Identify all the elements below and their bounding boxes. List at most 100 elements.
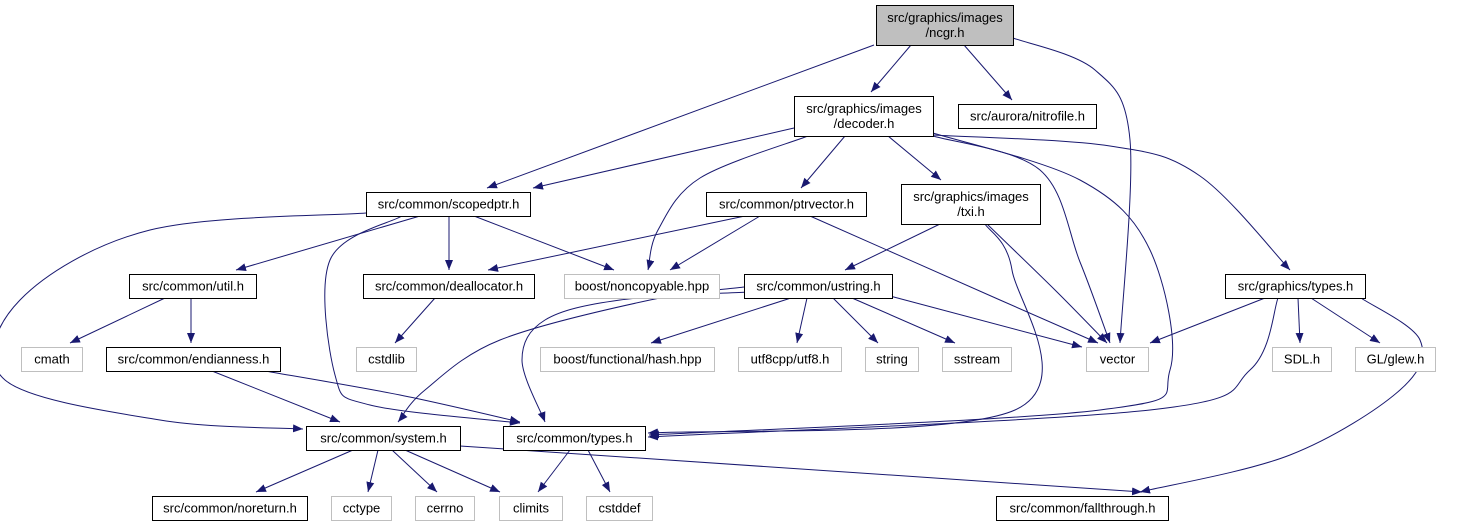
node-label-line: src/common/util.h (142, 279, 244, 294)
node-cmath: cmath (21, 347, 83, 372)
node-label-line: src/common/system.h (320, 431, 446, 446)
node-ustring-h[interactable]: src/common/ustring.h (744, 274, 893, 299)
edge-ncgr-to-vector (1012, 37, 1132, 344)
edge-ustring-to-string (832, 297, 879, 344)
node-util-h[interactable]: src/common/util.h (129, 274, 257, 299)
node-ptrvector-h[interactable]: src/common/ptrvector.h (706, 192, 867, 217)
node-label-line: src/common/ustring.h (756, 279, 880, 294)
edge-ptrvector-to-deallocator (487, 215, 746, 272)
edge-endianness-to-ctypes (264, 370, 521, 424)
node-label-line: utf8cpp/utf8.h (751, 352, 830, 367)
node-label-line: boost/noncopyable.hpp (575, 279, 709, 294)
edge-decoder-to-noncopyable (646, 135, 809, 271)
node-scopedptr-h[interactable]: src/common/scopedptr.h (366, 192, 531, 217)
node-common-types-h[interactable]: src/common/types.h (503, 426, 646, 451)
node-string: string (865, 347, 919, 372)
edge-ctypes-to-cstddef (587, 449, 611, 493)
node-graphics-types-h[interactable]: src/graphics/types.h (1225, 274, 1366, 299)
node-box (876, 5, 1014, 46)
node-label-line: SDL.h (1284, 352, 1320, 367)
node-box (996, 496, 1169, 521)
edge-decoder-to-ptrvector (800, 135, 846, 189)
node-decoder-h[interactable]: src/graphics/images/decoder.h (794, 96, 934, 137)
node-system-h[interactable]: src/common/system.h (306, 426, 461, 451)
node-sstream: sstream (942, 347, 1012, 372)
node-label-line: cmath (34, 352, 69, 367)
node-box (738, 347, 842, 372)
node-label-line: src/graphics/images (887, 10, 1003, 25)
node-box (1086, 347, 1149, 372)
node-label-line: cstdlib (368, 352, 405, 367)
edge-gtypes-to-fallthrough (1139, 297, 1424, 494)
node-cerrno: cerrno (415, 496, 475, 521)
node-label-line: src/common/endianness.h (118, 352, 270, 367)
edge-ncgr-to-scopedptr (486, 44, 875, 189)
node-box (1272, 347, 1332, 372)
node-box (706, 192, 867, 217)
node-label-line: boost/functional/hash.hpp (553, 352, 701, 367)
node-label-line: src/common/types.h (516, 431, 632, 446)
node-cstddef: cstddef (586, 496, 653, 521)
node-box (363, 274, 535, 299)
node-box (744, 274, 893, 299)
node-noreturn-h[interactable]: src/common/noreturn.h (152, 496, 308, 521)
node-label-line: climits (513, 501, 550, 516)
node-box (901, 184, 1041, 225)
node-label-line: cstddef (599, 501, 641, 516)
node-deallocator-h[interactable]: src/common/deallocator.h (363, 274, 535, 299)
node-label-line: src/common/fallthrough.h (1010, 501, 1156, 516)
edge-decoder-to-txi (887, 135, 942, 181)
node-box (564, 274, 720, 299)
node-box (1355, 347, 1436, 372)
node-box (306, 426, 461, 451)
node-label-line: src/common/deallocator.h (375, 279, 523, 294)
node-box (415, 496, 475, 521)
node-txi-h[interactable]: src/graphics/images/txi.h (901, 184, 1041, 225)
edge-util-to-cmath (69, 297, 166, 344)
node-endianness-h[interactable]: src/common/endianness.h (106, 347, 281, 372)
node-ncgr-h: src/graphics/images/ncgr.h (876, 5, 1014, 46)
node-label-line: src/graphics/images (913, 189, 1029, 204)
edge-system-to-climits (404, 449, 501, 493)
node-label-line: vector (1100, 352, 1136, 367)
node-box (356, 347, 417, 372)
edge-ctypes-to-climits (537, 449, 571, 493)
dependency-edges (0, 37, 1424, 496)
node-sdl-h: SDL.h (1272, 347, 1332, 372)
node-box (540, 347, 715, 372)
node-label-line: GL/glew.h (1367, 352, 1425, 367)
node-cstdlib: cstdlib (356, 347, 417, 372)
node-box (794, 96, 934, 137)
node-label-line: src/aurora/nitrofile.h (970, 109, 1085, 124)
edge-gtypes-to-vector (1149, 297, 1266, 344)
edge-system-to-fallthrough (459, 445, 1143, 496)
node-label-line: /ncgr.h (925, 25, 964, 40)
node-label-line: /decoder.h (834, 116, 895, 131)
edge-txi-to-ustring (844, 223, 941, 271)
node-utf8cpp-utf8: utf8cpp/utf8.h (738, 347, 842, 372)
node-label-line: src/graphics/images (806, 101, 922, 116)
node-label-line: string (876, 352, 908, 367)
edge-ustring-to-sstream (851, 297, 956, 344)
node-label-line: src/common/scopedptr.h (378, 197, 520, 212)
node-box (503, 426, 646, 451)
node-box (958, 104, 1097, 129)
node-cctype: cctype (331, 496, 392, 521)
node-box (331, 496, 392, 521)
node-label-line: cctype (343, 501, 381, 516)
node-label-line: /txi.h (957, 204, 984, 219)
edge-decoder-to-gtypes (932, 134, 1291, 271)
node-fallthrough-h[interactable]: src/common/fallthrough.h (996, 496, 1169, 521)
node-label-line: cerrno (427, 501, 464, 516)
node-label-line: src/graphics/types.h (1238, 279, 1354, 294)
edge-decoder-to-scopedptr (532, 127, 795, 190)
edge-ustring-to-hash (650, 297, 792, 344)
edge-deallocator-to-cstdlib (394, 297, 436, 344)
node-nitrofile-h[interactable]: src/aurora/nitrofile.h (958, 104, 1097, 129)
edge-ptrvector-to-noncopyable (669, 215, 761, 271)
edge-scopedptr-to-system (0, 212, 367, 433)
node-boost-noncopyable: boost/noncopyable.hpp (564, 274, 720, 299)
node-box (106, 347, 281, 372)
node-boost-functional-hash: boost/functional/hash.hpp (540, 347, 715, 372)
node-box (942, 347, 1012, 372)
